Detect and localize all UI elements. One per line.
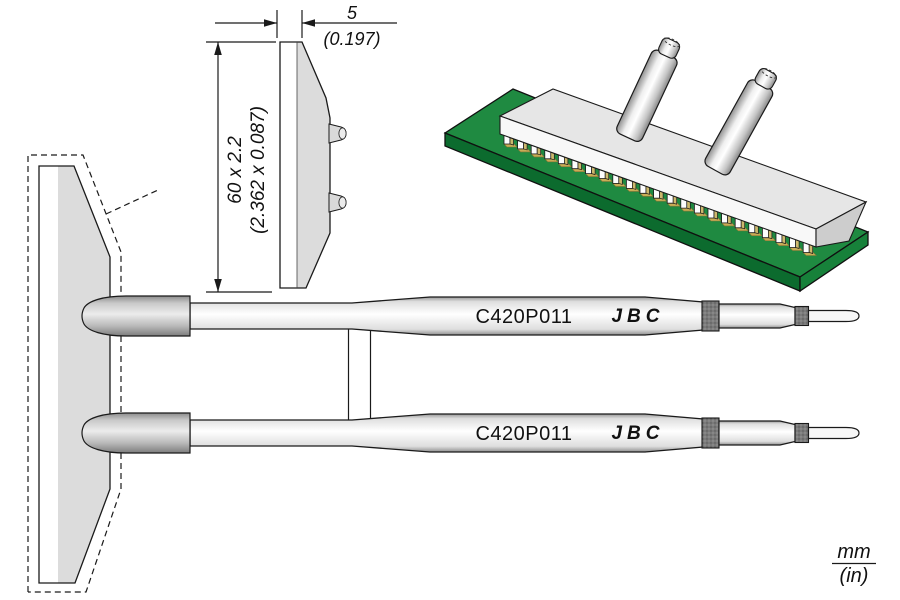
iso-cylinder-1 [616,37,681,142]
side-pin-top [328,123,347,144]
dim-thickness-mm: 5 [347,3,358,23]
shaft-boss [81,295,191,337]
side-outline [279,41,331,289]
small-band [794,422,810,444]
blade-shading [58,166,110,583]
units-primary: mm [837,541,870,563]
side-pin-bottom [328,192,347,213]
arrow-up [214,42,222,55]
blade-outline [38,165,111,584]
arrow-right [302,19,315,27]
blade-side-view [279,41,347,289]
units-note: mm (in) [832,541,876,587]
tip-contact [807,309,860,323]
dimension-thickness: 5 (0.197) [215,3,397,49]
pcb-right-face [799,230,869,293]
iso-blade [498,88,868,248]
iso-view [443,37,870,293]
dim-blade-in: (2.362 x 0.087) [248,106,269,234]
side-shading [297,42,330,288]
iso-cylinder-2 [704,67,777,176]
dimension-blade: 60 x 2.2 (2.362 x 0.087) [206,41,276,293]
cartridge-shaft-bottom: C420P011 JBC [81,412,860,454]
tip-contact [807,426,860,440]
shaft-boss [81,412,191,454]
shaft-neck [718,303,796,329]
shaft-neck [718,420,796,446]
iso-blade-right-chamfer [815,200,868,248]
part-number-label-bottom: C420P011 [475,423,572,445]
dim-thickness-in: (0.197) [323,29,380,49]
knurled-band [701,417,720,449]
section-leader-line [105,189,159,215]
connector-bar [347,329,372,420]
blade-dashed-contour [27,154,122,593]
brand-logo-bottom: JBC [611,423,664,444]
arrow-down [214,279,222,292]
arrow-left [264,19,277,27]
brand-logo-top: JBC [611,306,664,327]
small-band [794,305,810,327]
part-number-label-top: C420P011 [475,306,572,328]
blade-front-view [27,154,159,593]
dim-blade-mm: 60 x 2.2 [225,136,246,204]
cartridge-shaft-top: C420P011 JBC [81,295,860,337]
knurled-band [701,300,720,332]
units-secondary: (in) [840,565,869,587]
